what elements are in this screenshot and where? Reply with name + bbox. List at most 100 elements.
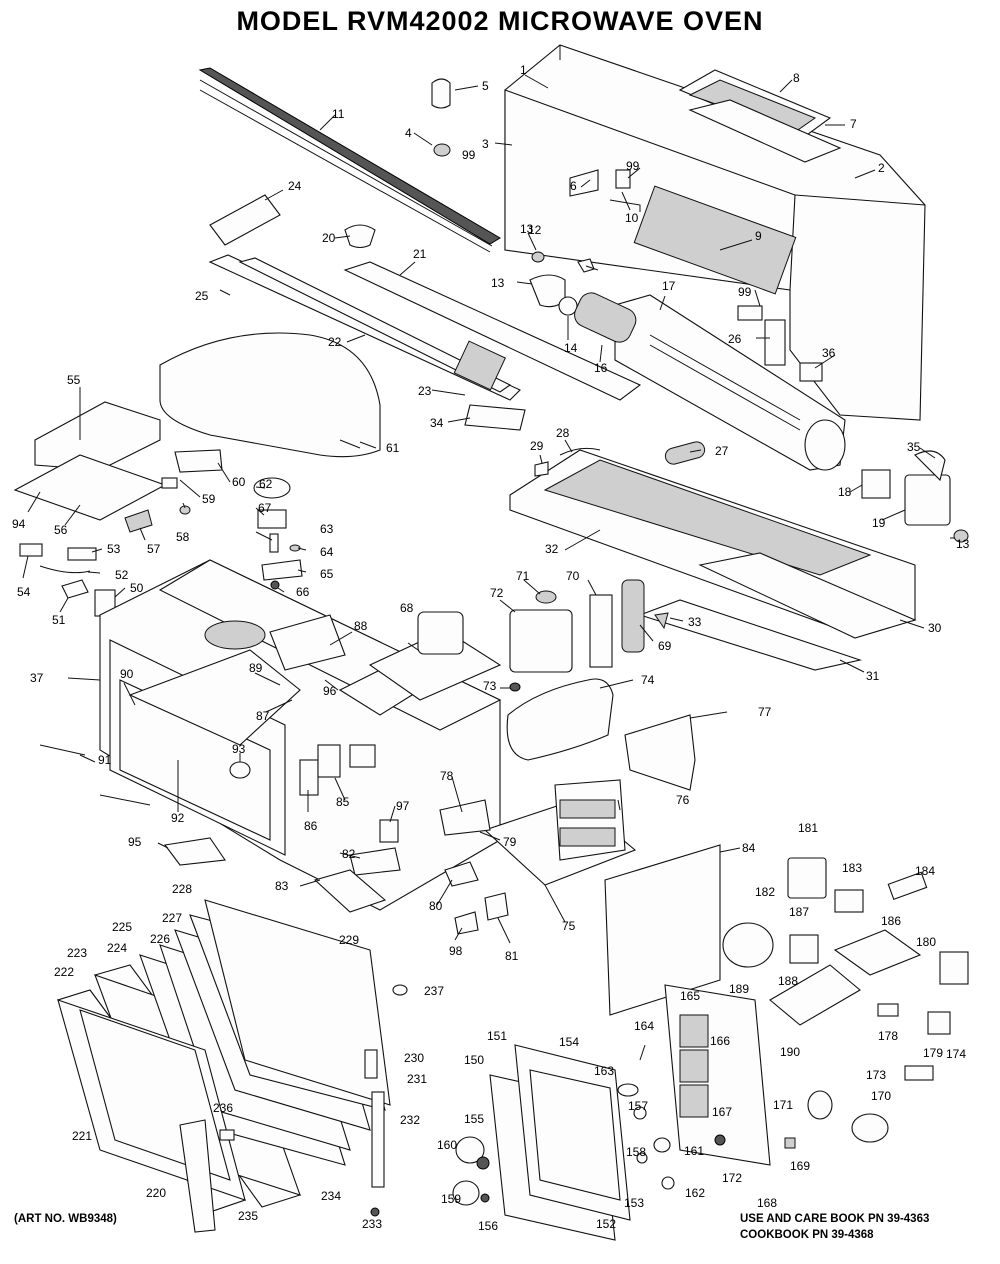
callout-97: 97: [396, 799, 410, 813]
callout-235: 235: [238, 1209, 258, 1223]
callout-162: 162: [685, 1186, 705, 1200]
callout-58: 58: [176, 530, 190, 544]
callout-167: 167: [712, 1105, 732, 1119]
callout-173: 173: [866, 1068, 886, 1082]
vent-cover: [678, 69, 842, 163]
callout-26: 26: [728, 332, 742, 346]
diagram-title: MODEL RVM42002 MICROWAVE OVEN: [236, 6, 764, 36]
callout-88: 88: [354, 619, 368, 633]
callout-54: 54: [17, 585, 31, 599]
callout-183: 183: [842, 861, 862, 875]
callout-157: 157: [628, 1099, 648, 1113]
callout-150: 150: [464, 1053, 484, 1067]
callout-164: 164: [634, 1019, 654, 1033]
callout-158: 158: [626, 1145, 646, 1159]
callout-55: 55: [67, 373, 81, 387]
callout-236: 236: [213, 1101, 233, 1115]
callout-171: 171: [773, 1098, 793, 1112]
callout-222: 222: [54, 965, 74, 979]
callout-57: 57: [147, 542, 161, 556]
callout-220: 220: [146, 1186, 166, 1200]
callout-30: 30: [928, 621, 942, 635]
callout-5: 5: [482, 79, 489, 93]
callout-163: 163: [594, 1064, 614, 1078]
callout-90: 90: [120, 667, 134, 681]
callout-63: 63: [320, 522, 334, 536]
magnetron-area: [368, 579, 696, 791]
callout-85: 85: [336, 795, 350, 809]
callout-178: 178: [878, 1029, 898, 1043]
callout-82: 82: [342, 847, 356, 861]
callout-27: 27: [715, 444, 729, 458]
callout-166: 166: [710, 1034, 730, 1048]
callout-223: 223: [67, 946, 87, 960]
callout-13: 13: [520, 222, 534, 236]
callout-28: 28: [556, 426, 570, 440]
callout-9: 9: [755, 229, 762, 243]
use-care-book-note: USE AND CARE BOOK PN 39-4363: [740, 1213, 930, 1225]
callout-182: 182: [755, 885, 775, 899]
callout-80: 80: [429, 899, 443, 913]
callout-13: 13: [956, 537, 970, 551]
callout-16: 16: [594, 361, 608, 375]
callout-228: 228: [172, 882, 192, 896]
callout-237: 237: [424, 984, 444, 998]
callout-229: 229: [339, 933, 359, 947]
callout-89: 89: [249, 661, 263, 675]
callout-99: 99: [626, 159, 640, 173]
callout-227: 227: [162, 911, 182, 925]
callout-17: 17: [662, 279, 676, 293]
callout-231: 231: [407, 1072, 427, 1086]
art-number: (ART NO. WB9348): [14, 1213, 117, 1225]
callout-190: 190: [780, 1045, 800, 1059]
control-panel: [664, 984, 889, 1166]
callout-81: 81: [505, 949, 519, 963]
callout-67: 67: [258, 501, 272, 515]
callout-7: 7: [850, 117, 857, 131]
front-panel: [452, 1044, 675, 1241]
callout-52: 52: [115, 568, 129, 582]
callout-35: 35: [907, 440, 921, 454]
callout-93: 93: [232, 742, 246, 756]
callout-1: 1: [520, 63, 527, 77]
callout-13: 13: [491, 276, 505, 290]
callout-60: 60: [232, 475, 246, 489]
callout-232: 232: [400, 1113, 420, 1127]
callout-71: 71: [516, 569, 530, 583]
callout-226: 226: [150, 932, 170, 946]
callout-83: 83: [275, 879, 289, 893]
callout-98: 98: [449, 944, 463, 958]
callout-2: 2: [878, 161, 885, 175]
callout-156: 156: [478, 1219, 498, 1233]
callout-77: 77: [758, 705, 772, 719]
callout-29: 29: [530, 439, 544, 453]
callout-234: 234: [321, 1189, 341, 1203]
callout-181: 181: [798, 821, 818, 835]
door-assembly: [57, 899, 408, 1233]
callout-74: 74: [641, 673, 655, 687]
callout-165: 165: [680, 989, 700, 1003]
callout-160: 160: [437, 1138, 457, 1152]
cookbook-note: COOKBOOK PN 39-4368: [740, 1229, 874, 1241]
callout-37: 37: [30, 671, 44, 685]
callout-32: 32: [545, 542, 559, 556]
callout-186: 186: [881, 914, 901, 928]
callout-84: 84: [742, 841, 756, 855]
callout-65: 65: [320, 567, 334, 581]
leader-lines: [22, 74, 955, 944]
callout-22: 22: [328, 335, 342, 349]
callout-76: 76: [676, 793, 690, 807]
callout-168: 168: [757, 1196, 777, 1210]
callout-99: 99: [738, 285, 752, 299]
grille-strip: [198, 67, 501, 253]
callout-159: 159: [441, 1192, 461, 1206]
callout-3: 3: [482, 137, 489, 151]
callout-161: 161: [684, 1144, 704, 1158]
callout-99: 99: [462, 148, 476, 162]
air-duct: [13, 332, 381, 521]
callout-96: 96: [323, 684, 337, 698]
callout-8: 8: [793, 71, 800, 85]
callout-94: 94: [12, 517, 26, 531]
callout-10: 10: [625, 211, 639, 225]
